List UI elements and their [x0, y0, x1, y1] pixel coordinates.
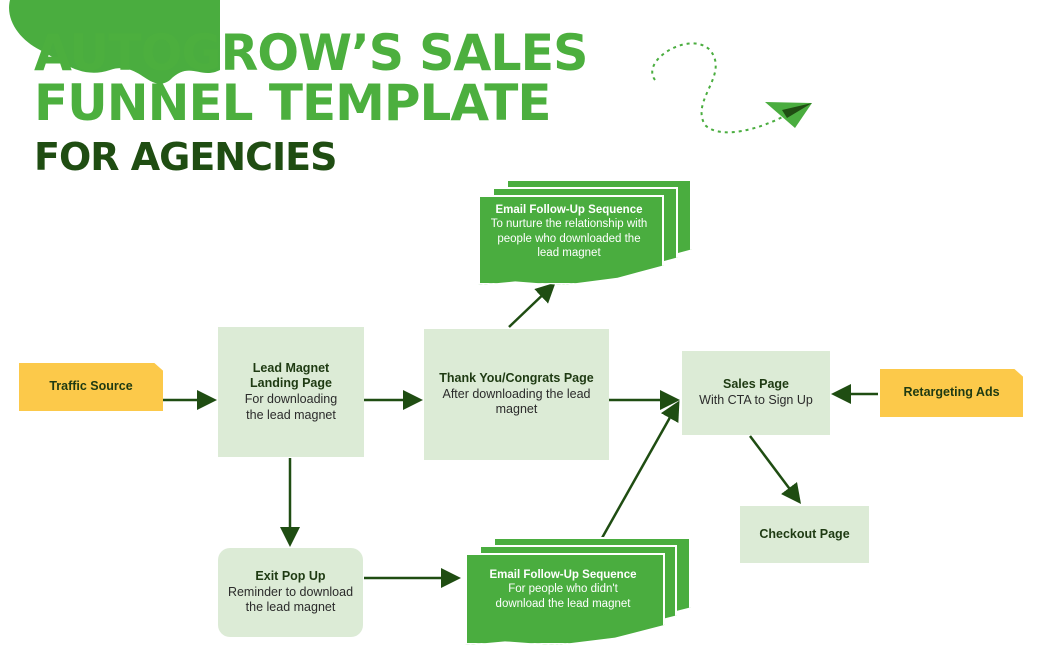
node-checkout: Checkout Page [740, 506, 869, 563]
node-desc: Reminder to download the lead magnet [227, 584, 354, 615]
node-email-bottom [465, 553, 665, 645]
node-title: Checkout Page [759, 526, 850, 541]
email-top-text: Email Follow-Up Sequence To nurture the r… [478, 203, 660, 261]
brand-blob [9, 0, 220, 84]
node-desc: For people who didn't download the lead … [495, 583, 631, 610]
node-title: Retargeting Ads [903, 385, 1000, 400]
node-title: Email Follow-Up Sequence [489, 569, 637, 581]
node-title: Exit Pop Up [255, 569, 326, 584]
node-title: Sales Page [722, 377, 789, 392]
title-line-1: AUTOGROW’S SALES [34, 24, 588, 82]
node-retargeting-ads: Retargeting Ads [880, 369, 1023, 417]
node-title: Email Follow-Up Sequence [495, 204, 643, 216]
brand-name: autogrow.co [901, 12, 1020, 34]
brand-logo: autogrow.co [875, 12, 1019, 35]
title-line-3: FOR AGENCIES [34, 135, 337, 179]
node-title: Thank You/Congrats Page [439, 371, 594, 386]
dotted-path [651, 42, 791, 134]
node-desc: To nurture the relationship with people … [490, 218, 648, 260]
arrow-sales-checkout [749, 435, 801, 504]
node-desc: After downloading the lead magnet [442, 386, 591, 417]
autogrow-logo-icon [875, 13, 895, 34]
arrow-thanks-email [508, 282, 556, 328]
node-title: Lead Magnet Landing Page [250, 360, 332, 391]
title-line-2: FUNNEL TEMPLATE [34, 74, 551, 132]
node-title: Traffic Source [49, 379, 133, 394]
node-desc: For downloading the lead magnet [244, 392, 338, 422]
node-desc: With CTA to Sign Up [699, 393, 813, 407]
arrow-email-sales [600, 400, 680, 539]
node-traffic-source: Traffic Source [19, 363, 163, 411]
